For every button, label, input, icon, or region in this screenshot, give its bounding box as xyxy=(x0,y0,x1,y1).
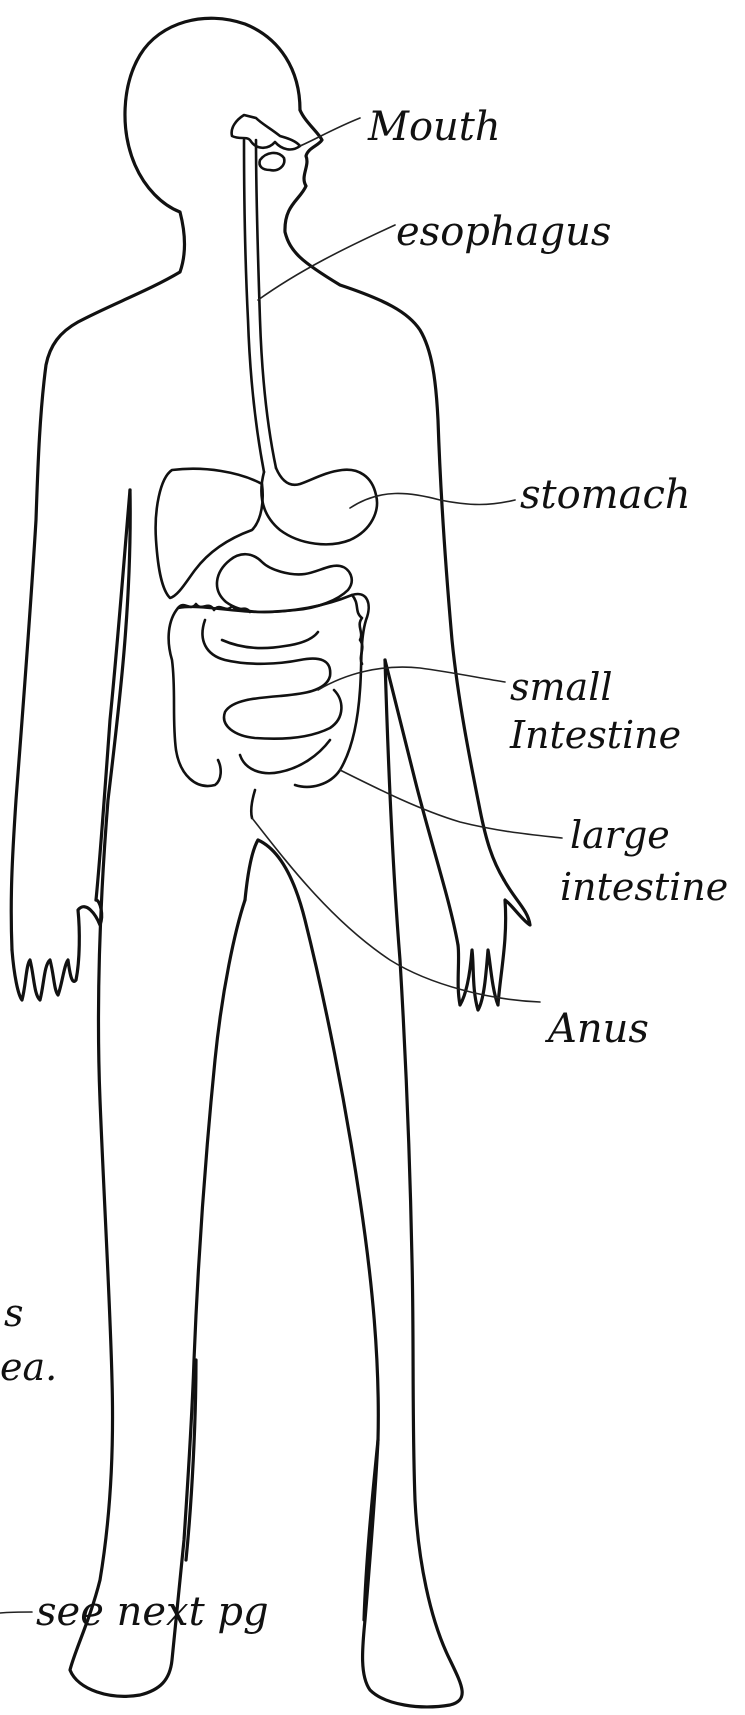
torso-right-side xyxy=(258,660,462,1707)
small-intestine-tail xyxy=(240,740,330,773)
label-leaders xyxy=(0,118,562,1613)
liver-shape xyxy=(156,469,263,598)
see-next-page-leader xyxy=(0,1612,32,1613)
label-large-intestine-line2: intestine xyxy=(560,865,728,909)
left-fragment-2: ea. xyxy=(0,1345,57,1389)
large-intestine-frame xyxy=(169,594,369,787)
small-intestine-leader xyxy=(318,667,505,690)
esophagus-tube-wall xyxy=(256,140,276,468)
label-see-next-page: see next pg xyxy=(36,1589,269,1635)
digestive-organs xyxy=(156,115,377,818)
stomach-leader xyxy=(350,493,515,508)
label-anus: Anus xyxy=(544,1006,649,1052)
right-hand xyxy=(458,880,530,1010)
label-stomach: stomach xyxy=(520,472,691,518)
left-hand xyxy=(12,900,102,1000)
tongue xyxy=(259,153,284,170)
stomach-shape xyxy=(261,468,377,544)
small-intestine-coils xyxy=(202,620,341,739)
mouth-cavity xyxy=(232,115,300,149)
small-intestine-inner xyxy=(222,632,318,648)
left-fragment-1: s xyxy=(4,1291,24,1335)
inner-leg-right xyxy=(364,1440,378,1620)
label-small-intestine-line1: small xyxy=(510,665,613,709)
esophagus-leader xyxy=(258,225,395,300)
torso-left-side xyxy=(70,490,245,1696)
labels: Mouth esophagus stomach small Intestine … xyxy=(0,104,728,1635)
label-mouth: Mouth xyxy=(367,104,501,150)
left-arm-inner xyxy=(96,490,130,900)
label-esophagus: esophagus xyxy=(396,209,611,255)
large-intestine-leader xyxy=(340,770,562,838)
label-large-intestine-line1: large xyxy=(570,813,670,857)
large-intestine-haustra xyxy=(178,595,362,664)
esophagus-tube xyxy=(244,140,264,472)
rectum xyxy=(251,790,255,818)
crotch-line xyxy=(245,840,258,900)
body-outline xyxy=(11,18,530,1707)
label-small-intestine-line2: Intestine xyxy=(509,713,681,757)
